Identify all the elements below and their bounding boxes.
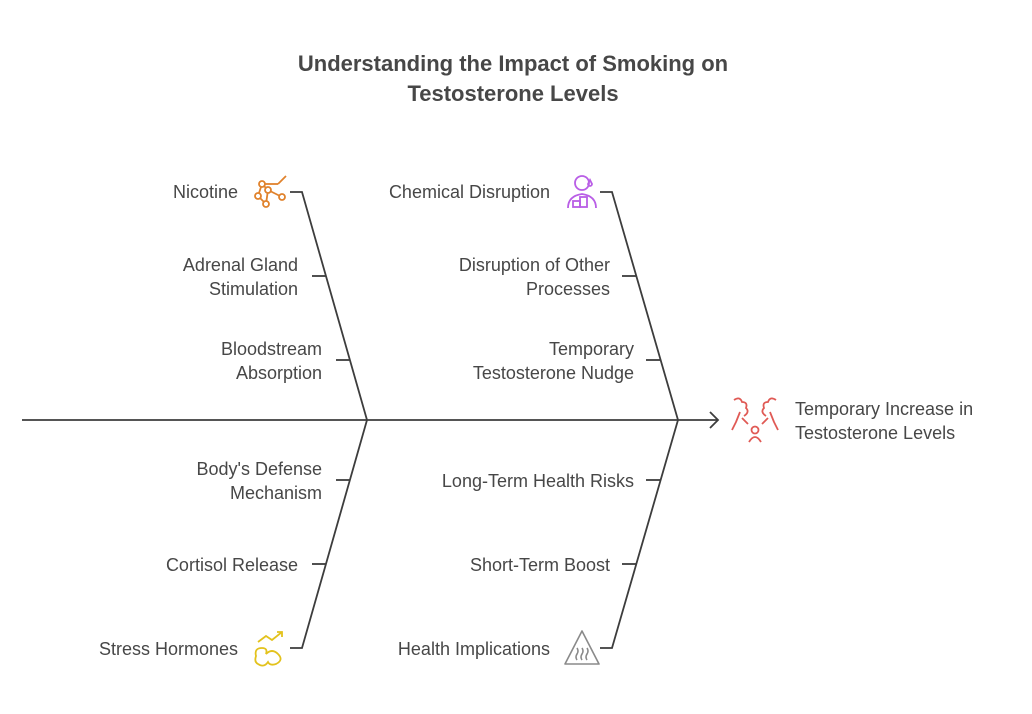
cause-nicotine: Nicotine [173,182,238,202]
sub-cause-ticks [312,275,660,565]
outcome-line-1: Temporary Increase in [795,399,973,419]
molecule-network-icon [254,175,287,208]
title-line-1: Understanding the Impact of Smoking on [298,51,728,76]
sub-cause-adrenal-2: Stimulation [209,279,298,299]
bone-left [290,191,368,649]
cause-stress-hormones: Stress Hormones [99,639,238,659]
bone-right [600,191,679,649]
cause-health-implications: Health Implications [398,639,550,659]
sub-cause-short-term: Short-Term Boost [470,555,610,575]
sub-cause-temporary-2: Testosterone Nudge [473,363,634,383]
sub-cause-bloodstream-1: Bloodstream [221,339,322,359]
sub-cause-defense-2: Mechanism [230,483,322,503]
sub-cause-disruption-1: Disruption of Other [459,255,610,275]
sub-cause-temporary-1: Temporary [549,339,634,359]
sub-cause-cortisol: Cortisol Release [166,555,298,575]
sub-cause-adrenal-1: Adrenal Gland [183,255,298,275]
sub-cause-long-term: Long-Term Health Risks [442,471,634,491]
sub-cause-bloodstream-2: Absorption [236,363,322,383]
person-chemistry-icon [567,175,597,209]
lungs-person-icon [731,397,779,443]
stress-trend-icon [254,631,283,667]
cause-chemical-disruption: Chemical Disruption [389,182,550,202]
sub-cause-disruption-2: Processes [526,279,610,299]
sub-cause-defense-1: Body's Defense [196,459,322,479]
heat-warning-icon [564,630,600,665]
spine-arrowhead [709,411,720,429]
outcome-line-2: Testosterone Levels [795,423,955,443]
title-line-2: Testosterone Levels [407,81,618,106]
